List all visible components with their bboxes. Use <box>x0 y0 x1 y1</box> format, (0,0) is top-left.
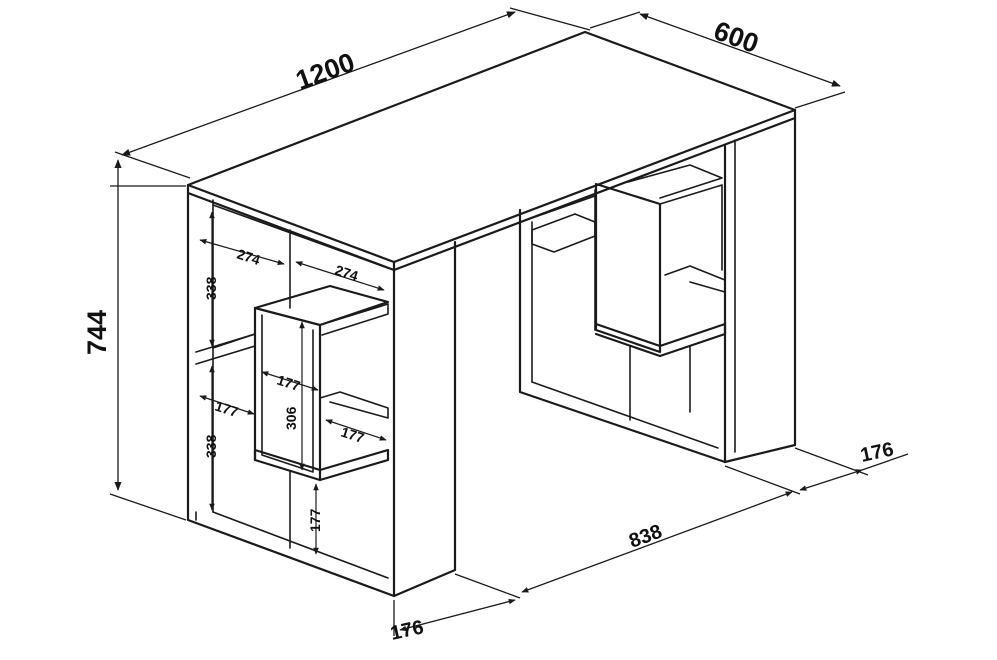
depth-label: 600 <box>710 15 763 59</box>
left-pedestal-front <box>186 191 396 598</box>
left-shelf <box>195 333 256 365</box>
left-inner-top <box>212 204 389 269</box>
right-pedestal-back <box>723 116 797 464</box>
right-bottom-shelf <box>594 322 727 358</box>
leg-right-label: 176 <box>858 438 895 466</box>
side-cell-left-label: 177 <box>213 398 240 421</box>
right-shelf-left <box>531 213 596 253</box>
cell-height-lower-label: 338 <box>203 434 219 458</box>
right-pedestal-front <box>518 208 727 464</box>
exterior-dimensions: 1200 600 744 176 838 176 <box>82 7 909 645</box>
cell-width-left-label: 274 <box>235 246 262 269</box>
side-cell-right-label: 177 <box>339 424 366 447</box>
inner-dimensions: 274 274 338 338 177 306 177 177 177 <box>199 211 387 555</box>
left-shelf-back <box>212 333 256 349</box>
left-mid-shelf <box>319 391 389 419</box>
cell-height-upper-label: 338 <box>203 276 219 300</box>
right-box-side <box>659 184 723 271</box>
desk-outline <box>186 30 797 598</box>
left-pedestal-side <box>392 240 457 598</box>
left-box-bottom-shelf <box>253 448 390 482</box>
leg-right-dimension-line <box>799 469 863 491</box>
right-inner-top <box>531 195 596 219</box>
left-box-front <box>253 306 322 482</box>
right-box-front <box>594 182 662 354</box>
depth-dimension-line <box>639 13 841 87</box>
right-mid-shelf <box>664 265 726 293</box>
desk-top-front-edge <box>186 183 396 272</box>
span-dimension-line <box>521 491 793 593</box>
width-label: 1200 <box>292 47 359 96</box>
left-inner-back-bottom <box>212 511 389 579</box>
right-box-top <box>627 164 723 199</box>
width-dimension-line <box>121 11 516 156</box>
span-label: 838 <box>626 521 665 553</box>
left-box-top <box>253 284 390 327</box>
left-box-top-shelf <box>319 303 389 336</box>
height-label: 744 <box>82 310 112 355</box>
cell-width-right-label: 274 <box>333 262 360 285</box>
right-inner-bottom <box>531 381 719 449</box>
leg-left-dimension-line <box>399 598 516 632</box>
box-height-label: 306 <box>283 406 299 430</box>
bottom-cell-height-label: 177 <box>307 508 323 532</box>
box-width-label: 177 <box>275 372 302 395</box>
left-box-inner <box>261 314 314 473</box>
